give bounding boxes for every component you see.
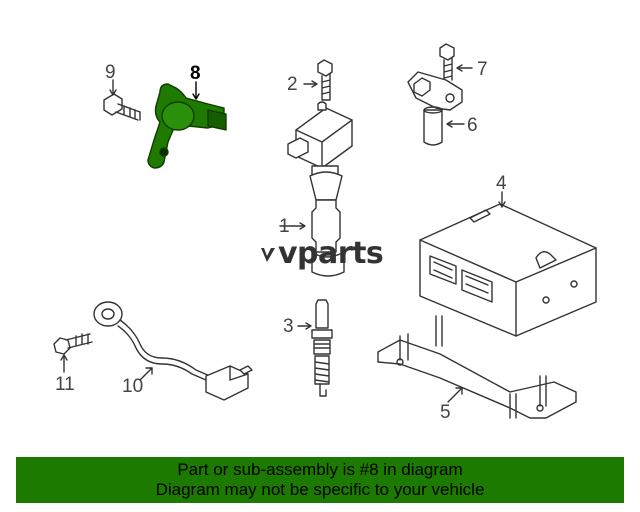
callout-1: 1: [279, 216, 290, 237]
banner-line-2: Diagram may not be specific to your vehi…: [155, 480, 485, 499]
part-5-bracket[interactable]: [377, 315, 577, 419]
callout-4: 4: [496, 173, 507, 194]
callout-10: 10: [122, 376, 143, 397]
callout-5: 5: [440, 402, 451, 423]
arrow-11: [60, 354, 68, 361]
callout-3: 3: [283, 316, 294, 337]
arrow-8: [192, 93, 200, 100]
parts-diagram: 9 8 2 7 6 4 1 3 5 11 10: [53, 43, 597, 423]
part-7-bolt[interactable]: [439, 43, 455, 81]
callout-7: 7: [477, 59, 488, 80]
part-2-bolt[interactable]: [317, 59, 333, 101]
info-banner: Part or sub-assembly is #8 in diagram Di…: [16, 457, 624, 503]
part-8-sensor-highlighted[interactable]: [147, 83, 227, 169]
arrow-7: [456, 64, 463, 72]
arrow-1: [299, 222, 306, 230]
ignition-coil[interactable]: [287, 101, 353, 179]
arrow-9: [109, 89, 117, 96]
callout-9: 9: [105, 62, 116, 83]
arrow-5: [455, 387, 463, 395]
part-4-ecu[interactable]: [419, 203, 597, 337]
part-1-coil-boot[interactable]: [309, 171, 345, 277]
callout-11: 11: [55, 374, 75, 395]
vparts-watermark-logo: vparts: [260, 236, 384, 271]
vparts-logo-icon: [261, 248, 275, 262]
part-10-knock-sensor[interactable]: [93, 301, 253, 401]
callout-2: 2: [287, 74, 298, 95]
watermark-text: vparts: [278, 236, 384, 271]
leader-5: [447, 387, 463, 403]
arrow-2: [311, 80, 318, 88]
leader-10: [139, 367, 153, 381]
callout-8-highlighted: 8: [190, 63, 201, 84]
callout-6: 6: [467, 115, 478, 136]
arrow-10: [145, 367, 153, 375]
arrow-6: [446, 120, 453, 128]
part-11-bolt[interactable]: [53, 333, 93, 355]
arrow-3: [305, 322, 312, 330]
arrow-4: [498, 201, 506, 208]
part-3-spark-plug[interactable]: [311, 299, 333, 397]
banner-line-1: Part or sub-assembly is #8 in diagram: [177, 460, 463, 479]
part-9-bolt[interactable]: [103, 93, 141, 121]
part-6-sensor[interactable]: [407, 71, 463, 146]
